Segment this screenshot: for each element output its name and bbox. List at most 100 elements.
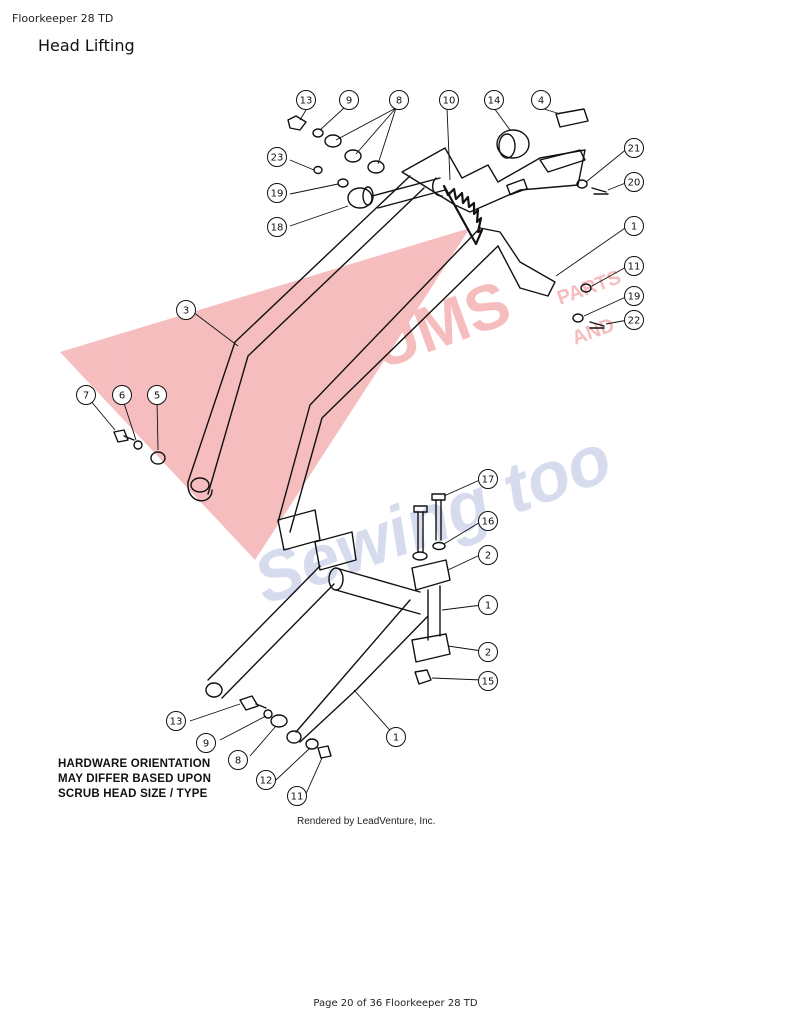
callout-circle <box>478 595 498 615</box>
watermark: VACUUMS PARTS AND Sewing too <box>60 228 624 619</box>
callout-circle <box>267 217 287 237</box>
rod-top-left-2 <box>377 189 446 209</box>
callout-label: 18 <box>271 223 284 234</box>
callout-circle <box>439 90 459 110</box>
bolt-17b-head <box>431 493 446 501</box>
callout-c-22: 22 <box>624 310 644 330</box>
bolt-13a <box>287 115 307 131</box>
callout-label: 23 <box>271 153 284 164</box>
callout-c-6: 6 <box>112 385 132 405</box>
callout-circle <box>478 642 498 662</box>
nut-21 <box>576 179 588 189</box>
nut-11b <box>317 745 332 759</box>
callout-label: 20 <box>628 178 641 189</box>
note-line-1: HARDWARE ORIENTATION <box>58 758 211 770</box>
callout-circle <box>531 90 551 110</box>
callout-c-18: 18 <box>267 217 287 237</box>
hardware-orientation-note: HARDWARE ORIENTATION MAY DIFFER BASED UP… <box>58 757 211 802</box>
callout-c-7: 7 <box>76 385 96 405</box>
callout-c-23: 23 <box>267 147 287 167</box>
arm-3-eye <box>190 477 210 493</box>
washer-16 <box>412 551 428 561</box>
callout-circle <box>478 671 498 691</box>
callout-circle <box>267 147 287 167</box>
callout-c-2b: 2 <box>478 642 498 662</box>
arm-3-inner <box>207 187 425 495</box>
callout-c-2a: 2 <box>478 545 498 565</box>
handle-plate-4 <box>555 108 589 128</box>
lower-arm-right-top <box>295 599 411 733</box>
callout-circle <box>624 286 644 306</box>
callout-c-8b: 8 <box>228 750 248 770</box>
callout-c-8a: 8 <box>389 90 409 110</box>
callout-label: 11 <box>291 792 304 803</box>
callout-label: 2 <box>485 648 491 659</box>
callout-circle <box>624 256 644 276</box>
callout-c-11a: 11 <box>624 256 644 276</box>
bolt-17a <box>417 511 424 553</box>
callout-circle <box>176 300 196 320</box>
callout-c-17: 17 <box>478 469 498 489</box>
bolt-13b <box>239 695 267 711</box>
bolt-7 <box>113 429 135 443</box>
callout-circle <box>296 90 316 110</box>
callout-label: 15 <box>482 677 495 688</box>
callout-c-11b: 11 <box>287 786 307 806</box>
rendered-by-credit: Rendered by LeadVenture, Inc. <box>297 816 436 827</box>
callout-circle <box>478 545 498 565</box>
spring-tab <box>539 149 586 173</box>
washer-5 <box>150 451 166 465</box>
note-line-2: MAY DIFFER BASED UPON <box>58 773 212 785</box>
cap-14-rim <box>498 133 516 159</box>
callout-label: 7 <box>83 391 89 402</box>
callout-c-15: 15 <box>478 671 498 691</box>
watermark-small-parts: PARTS <box>554 266 624 309</box>
bracket-slot <box>506 178 528 196</box>
washer-6 <box>133 440 143 450</box>
washer-9b <box>263 709 273 719</box>
callout-circle <box>228 750 248 770</box>
pivot-block-mid <box>314 531 357 571</box>
arm-right-plate <box>479 227 556 297</box>
callout-label: 1 <box>393 733 399 744</box>
callout-label: 9 <box>346 96 352 107</box>
callout-c-9a: 9 <box>339 90 359 110</box>
callout-label: 8 <box>235 756 241 767</box>
lower-arm-left-eye <box>205 682 223 698</box>
callout-c-21: 21 <box>624 138 644 158</box>
callout-circle <box>624 310 644 330</box>
washer-8a-3 <box>367 160 385 174</box>
callout-circle <box>256 770 276 790</box>
callout-label: 9 <box>203 739 209 750</box>
callout-c-16: 16 <box>478 511 498 531</box>
callout-label: 22 <box>628 316 641 327</box>
callout-label: 16 <box>482 517 495 528</box>
nut-23 <box>313 165 323 175</box>
callout-label: 19 <box>628 292 641 303</box>
washer-8a-1 <box>324 134 342 148</box>
callout-label: 11 <box>628 262 641 273</box>
callout-circle <box>287 786 307 806</box>
lower-arm-left-top <box>207 565 321 681</box>
callout-circle <box>339 90 359 110</box>
callout-c-1c: 1 <box>386 727 406 747</box>
callout-circle <box>478 469 498 489</box>
spring-10 <box>442 184 484 246</box>
callout-circle <box>196 733 216 753</box>
callout-c-14: 14 <box>484 90 504 110</box>
washer-19b <box>572 313 584 323</box>
callout-circle <box>386 727 406 747</box>
bolt-17b <box>435 499 442 541</box>
callout-circle <box>147 385 167 405</box>
washer-12 <box>305 738 319 750</box>
callout-c-19b: 19 <box>624 286 644 306</box>
callout-c-1b: 1 <box>478 595 498 615</box>
callout-c-9b: 9 <box>196 733 216 753</box>
lower-arm-right-eye <box>286 730 302 744</box>
callout-label: 10 <box>443 96 456 107</box>
watermark-red-shape <box>60 228 470 560</box>
washer-8b <box>270 714 288 728</box>
callout-label: 8 <box>396 96 402 107</box>
page-footer: Page 20 of 36 Floorkeeper 28 TD <box>313 998 478 1009</box>
